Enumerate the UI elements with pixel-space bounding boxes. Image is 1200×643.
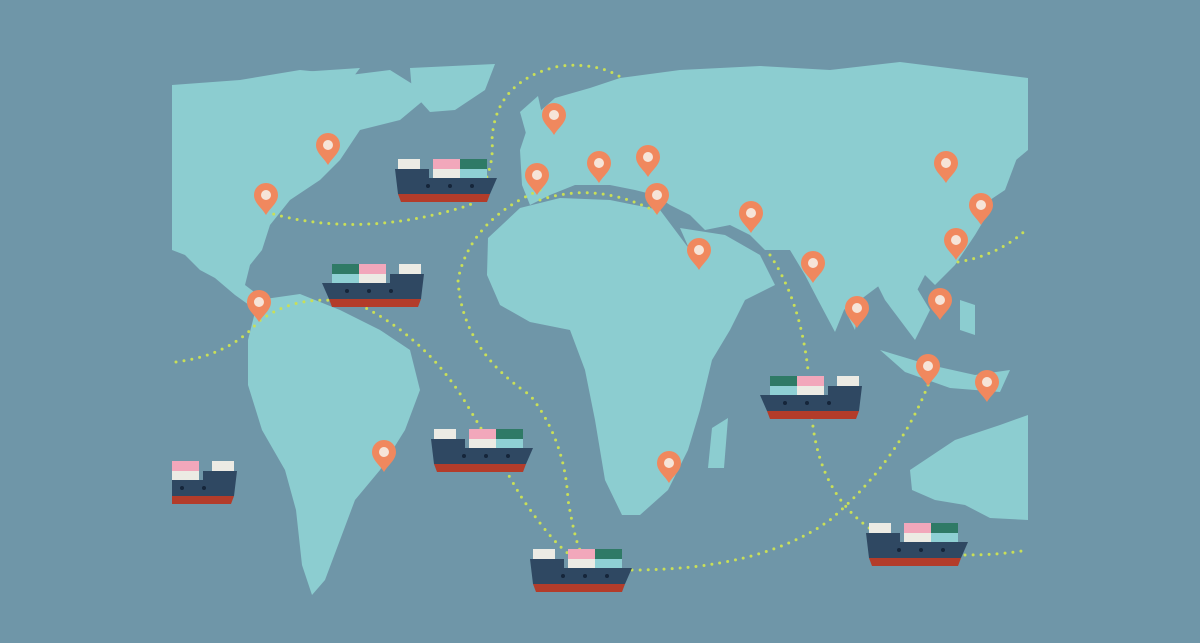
map-pin-icon	[525, 163, 549, 195]
shipping-route	[963, 548, 1028, 557]
north-america	[172, 70, 430, 310]
shipping-route	[630, 378, 932, 572]
shipping-route	[768, 253, 810, 372]
map-pin-icon	[969, 193, 993, 225]
eurasia	[520, 62, 1028, 330]
map-pin-icon	[975, 370, 999, 402]
map-pin-icon	[645, 183, 669, 215]
shipping-route	[538, 191, 664, 217]
map-pin-icon	[801, 251, 825, 283]
continents	[172, 62, 1028, 595]
map-pin-icon	[542, 103, 566, 135]
philippines	[960, 300, 975, 335]
cargo-ship-icon	[530, 549, 632, 592]
australia	[910, 415, 1028, 520]
map-pin-icon	[934, 151, 958, 183]
cargo-ship-icon	[395, 159, 497, 202]
indochina	[875, 280, 930, 340]
map-pin-icon	[687, 238, 711, 270]
map-pin-icon	[944, 228, 968, 260]
map-pin-icon	[372, 440, 396, 472]
africa	[487, 198, 745, 515]
south-america	[248, 294, 420, 595]
japan	[990, 130, 1020, 200]
map-pin-icon	[247, 290, 271, 322]
map-pin-icon	[316, 133, 340, 165]
map-pin-icon	[636, 145, 660, 177]
greenland	[410, 64, 495, 112]
cargo-ship-icon	[431, 429, 533, 472]
map-pin-icon	[657, 451, 681, 483]
map-pin-icon	[928, 288, 952, 320]
canadian-islands	[300, 68, 360, 95]
map-pin-icon	[587, 151, 611, 183]
shipping-route	[174, 298, 572, 557]
cargo-ship-icon	[322, 264, 424, 307]
map-pin-icon	[916, 354, 940, 386]
shipping-route	[456, 188, 582, 552]
shipping-route	[956, 226, 1028, 264]
ships	[172, 159, 968, 592]
cargo-ship-icon	[866, 523, 968, 566]
cargo-ship-icon	[760, 376, 862, 419]
map-pin-icon	[739, 201, 763, 233]
uk	[520, 96, 545, 137]
map-pin-icon	[845, 296, 869, 328]
shipping-routes	[174, 63, 1028, 572]
cargo-ship-icon	[172, 461, 237, 504]
madagascar	[708, 418, 728, 468]
pins	[247, 103, 999, 483]
map-pin-icon	[254, 183, 278, 215]
